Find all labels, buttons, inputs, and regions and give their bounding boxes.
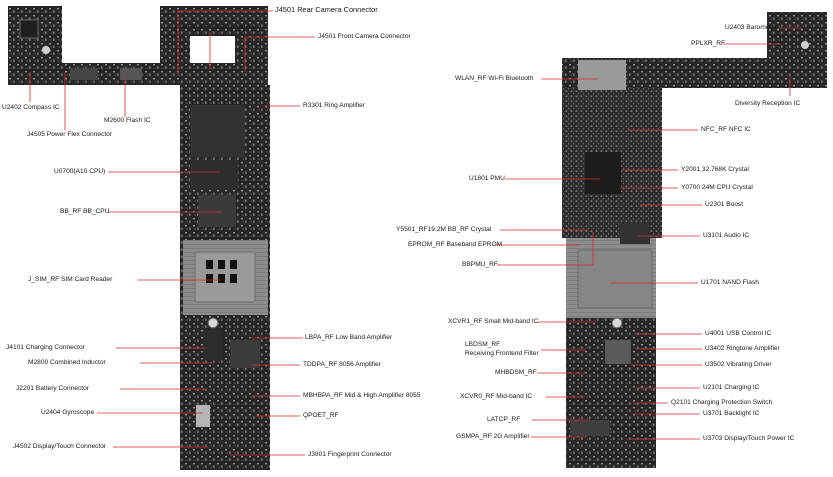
label-u2101: U2101 Charging IC — [703, 384, 760, 391]
label-diversity: Diversity Reception IC — [735, 100, 801, 107]
label-u1701: U1701 NAND Flash — [701, 279, 759, 286]
screw-hole — [801, 41, 809, 49]
label-xcvr0: XCVR0_RF Mid-band IC — [460, 393, 533, 400]
label-u3402: U3402 Ringtone Amplifier — [705, 345, 780, 352]
label-y5501: Y5501_RF19.2M BB_RF Crystal — [396, 226, 492, 233]
label-receiving: Receiving Frontend Filter — [465, 350, 539, 357]
label-latcp: LATCP_RF — [487, 416, 521, 423]
label-u3703: U3703 Display/Touch Power IC — [703, 435, 795, 442]
gyroscope-chip — [196, 405, 210, 427]
label-q2101: Q2101 Charging Protection Switch — [671, 399, 773, 406]
leader-lines — [29, 10, 802, 456]
label-xcvr1: XCVR1_RF Small Mid-band IC — [448, 318, 539, 325]
leader-j4501-front — [244, 36, 315, 73]
label-j4101: J4101 Charging Connector — [6, 344, 85, 351]
latcp-chip — [570, 420, 610, 436]
label-u1801: U1801 PMU — [469, 175, 505, 182]
compass-chip — [19, 19, 39, 39]
amplifier-chip — [230, 340, 260, 368]
flash-chip — [70, 68, 98, 80]
leader-bbpmu — [497, 232, 594, 266]
wifi-shield — [578, 60, 626, 90]
screw-hole — [42, 46, 50, 54]
label-bb-rf: BB_RF BB_CPU — [60, 208, 110, 215]
leader-j4501-rear — [177, 10, 273, 75]
label-u3502: U3502 Vibrating Driver — [705, 361, 772, 368]
nand-flash-shield — [577, 249, 653, 309]
screw-hole — [207, 317, 219, 329]
label-bbpmu: BBPMU_RF — [462, 261, 498, 268]
label-gsmpa: GSMPA_RF 2G Amplifier — [456, 433, 530, 440]
screw-hole — [611, 317, 623, 329]
label-y0700: Y0700 24M CPU Crystal — [681, 184, 753, 191]
label-tunfx: TUNFX_RF GPS Connector — [174, 24, 257, 31]
label-lbdsm: LBDSM_RF — [465, 341, 501, 348]
pmu-chip — [585, 152, 621, 194]
usb-control-chip — [605, 340, 631, 364]
label-tddpa: TDDPA_RF 8056 Amplifier — [303, 361, 381, 368]
label-j4502: J4502 Display/Touch Connector — [13, 443, 107, 450]
label-j2201: J2201 Battery Connector — [16, 385, 89, 392]
label-pplxr: PPLXR_RF — [691, 40, 726, 47]
label-lbpa: LBPA_RF Low Band Amplifier — [305, 334, 393, 341]
a10-cpu-chip — [190, 105, 245, 157]
label-u0700: U0700(A10 CPU) — [54, 168, 106, 175]
label-j3801: J3801 Fingerprint Connector — [308, 451, 392, 458]
bb-cpu-chip — [190, 160, 238, 190]
label-eprom: EPROM_RF Baseband EPROM — [408, 241, 503, 248]
label-j4501-front: J4501 Front Camera Connector — [318, 33, 411, 40]
label-u3101: U3101 Audio IC — [703, 232, 750, 239]
label-u2403: U2403 Barometer — [725, 24, 778, 31]
label-u2301: U2301 Boost — [705, 201, 744, 208]
label-qpoet: QPOET_RF — [303, 412, 339, 419]
bb-rf-chip — [198, 195, 236, 227]
label-mbhbpa: MBHBPA_RF Mid & High Amplifier 8055 — [303, 392, 421, 399]
label-mhbdsm: MHBDSM_RF — [495, 369, 537, 376]
label-u3701: U3701 Backlight IC — [703, 410, 760, 417]
label-j4501-rear: J4501 Rear Camera Connector — [275, 5, 378, 14]
label-u2404: U2404 Gyroscope — [41, 409, 95, 416]
audio-chip — [620, 222, 650, 244]
label-m2800: M2800 Combined Inductor — [28, 359, 106, 366]
label-nfc: NFC_RF NFC IC — [701, 126, 751, 133]
label-j4505: J4505 Power Flex Connector — [27, 131, 113, 138]
label-m2600: M2600 Flash IC — [104, 117, 151, 124]
label-j-sim: J_SIM_RF SIM Card Reader — [28, 276, 113, 283]
label-y2001: Y2001 32.768K Crystal — [681, 166, 749, 173]
label-wlan: WLAN_RF Wi-Fi Bluetooth — [455, 75, 534, 82]
label-u4001: U4001 USB Control IC — [705, 330, 772, 337]
label-r3301: R3301 Ring Amplifier — [303, 102, 365, 109]
label-u2402: U2402 Compass IC — [2, 104, 60, 111]
inductor-chip — [203, 330, 223, 360]
connector-pad — [120, 68, 142, 80]
